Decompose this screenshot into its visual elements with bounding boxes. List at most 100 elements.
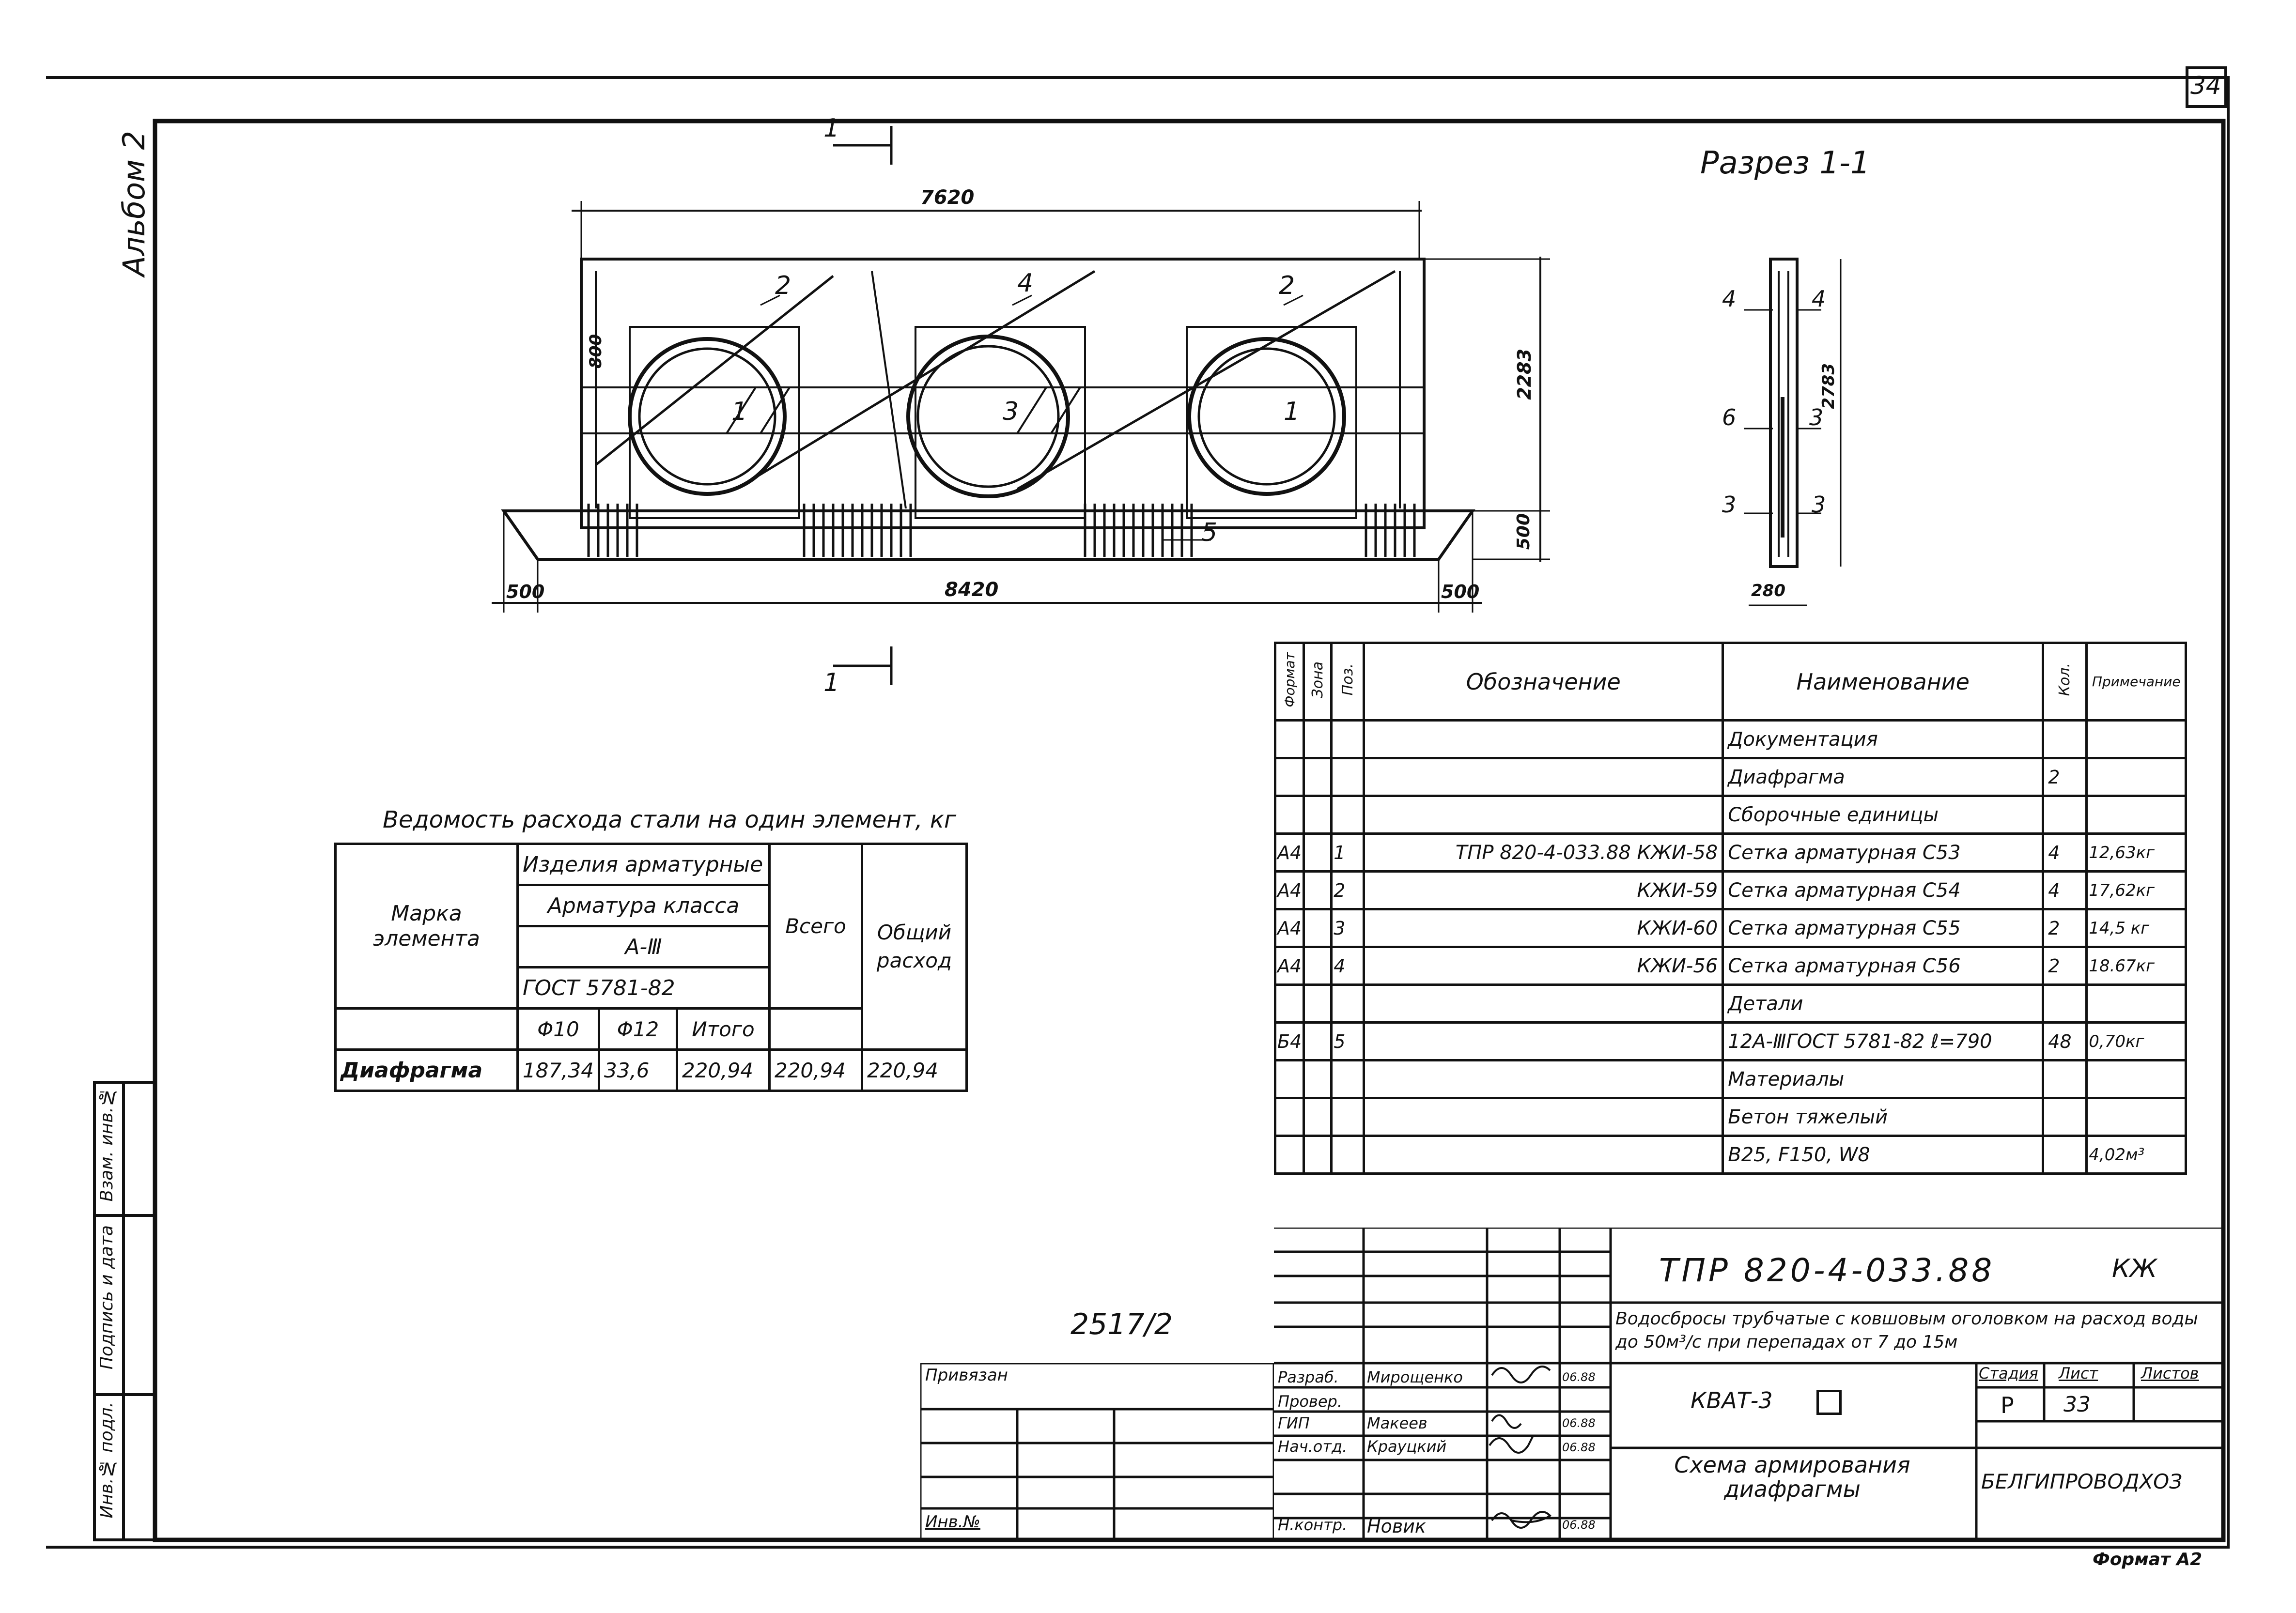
- spec-cell-zone: [1303, 1059, 1333, 1099]
- side-stamp-frame: [93, 1081, 156, 1541]
- spec-cell-note: 17,62кг: [2085, 870, 2187, 910]
- spec-cell-format: Б4: [1273, 1021, 1305, 1061]
- dim-left-end: 500: [506, 581, 545, 602]
- total-blank: [768, 1008, 863, 1051]
- spec-cell-note: [2085, 795, 2187, 835]
- format-label: Формат А2: [2093, 1550, 2203, 1569]
- spec-cell-zone: [1303, 946, 1333, 986]
- sec-label-3b: 3: [1722, 492, 1737, 518]
- spec-cell-designation: [1363, 719, 1724, 759]
- mark: КВАТ-3: [1691, 1387, 1773, 1413]
- spec-cell-format: А4: [1273, 946, 1305, 986]
- spec-cell-qty: [2042, 1135, 2088, 1175]
- pos-label-2a: 2: [775, 271, 791, 300]
- spec-cell-name: Сборочные единицы: [1722, 795, 2045, 835]
- spec-cell-qty: [2042, 1059, 2088, 1099]
- org-name: БЕЛГИПРОВОДХОЗ: [1981, 1470, 2183, 1493]
- spec-row: Детали: [1273, 983, 2187, 1024]
- spec-cell-note: 12,63кг: [2085, 832, 2187, 873]
- spec-row: Сборочные единицы: [1273, 795, 2187, 835]
- role-1: Провер.: [1278, 1392, 1342, 1411]
- sec-label-6: 6: [1722, 404, 1737, 430]
- spec-cell-name: В25, F150, W8: [1722, 1135, 2045, 1175]
- spec-cell-pos: [1330, 1059, 1365, 1099]
- overall-header: Общий расход: [860, 843, 968, 1051]
- date-0: 06.88: [1562, 1370, 1596, 1384]
- spec-cell-zone: [1303, 908, 1333, 948]
- spec-cell-designation: КЖИ-56: [1363, 946, 1724, 986]
- sheet-label: Лист: [2059, 1364, 2098, 1383]
- spec-cell-pos: [1330, 1135, 1365, 1175]
- rebar-class-header: Арматура класса: [516, 884, 771, 927]
- spec-cell-qty: [2042, 795, 2088, 835]
- title-block: ТПР 820-4-033.88 КЖ Водосбросы трубчатые…: [1274, 1228, 2223, 1540]
- spec-cell-format: [1273, 983, 1305, 1024]
- spec-cell-designation: [1363, 795, 1724, 835]
- spec-cell-name: Сетка арматурная С55: [1722, 908, 2045, 948]
- spec-header-designation: Обозначение: [1363, 642, 1724, 722]
- spec-cell-pos: 5: [1330, 1021, 1365, 1061]
- spec-cell-pos: [1330, 795, 1365, 835]
- spec-header-qty: Кол.: [2056, 663, 2074, 696]
- role-4: Н.контр.: [1278, 1516, 1348, 1534]
- dim-bottom: 8420: [945, 579, 999, 601]
- spec-cell-name: Материалы: [1722, 1059, 2045, 1099]
- name-2: Макеев: [1367, 1414, 1427, 1432]
- pos-label-1b: 1: [1284, 397, 1300, 426]
- doc-type: КЖ: [2112, 1254, 2157, 1283]
- spec-cell-name: Сетка арматурная С53: [1722, 832, 2045, 873]
- spec-cell-note: 18.67кг: [2085, 946, 2187, 986]
- spec-cell-note: [2085, 1097, 2187, 1137]
- spec-cell-name: Сетка арматурная С56: [1722, 946, 2045, 986]
- spec-cell-zone: [1303, 1135, 1333, 1175]
- sec-width-dim: 280: [1751, 581, 1785, 600]
- spec-cell-designation: [1363, 1059, 1724, 1099]
- dim-top: 7620: [920, 186, 975, 209]
- spec-cell-name: Детали: [1722, 983, 2045, 1024]
- inner-border: [153, 119, 2226, 1542]
- col-d10: Φ10: [516, 1007, 600, 1051]
- spec-cell-name: Диафрагма: [1722, 757, 2045, 797]
- section-view: [1744, 258, 1842, 606]
- sec-label-4b: 4: [1812, 286, 1826, 312]
- checkbox-icon: [1816, 1390, 1842, 1415]
- total-header: Всего: [768, 843, 863, 1010]
- spec-cell-qty: 48: [2042, 1021, 2088, 1061]
- col-d12: Φ12: [597, 1007, 678, 1051]
- spec-cell-pos: 4: [1330, 946, 1365, 986]
- spec-row: Материалы: [1273, 1059, 2187, 1099]
- pos-label-3: 3: [1003, 397, 1019, 426]
- spec-cell-zone: [1303, 757, 1333, 797]
- spec-cell-format: [1273, 1097, 1305, 1137]
- row-total: 220,94: [768, 1048, 863, 1092]
- outer-frame: [46, 76, 2230, 1549]
- spec-cell-qty: [2042, 983, 2088, 1024]
- side-stamp-inv: Инв.№ подл.: [97, 1402, 117, 1519]
- spec-cell-name: Бетон тяжелый: [1722, 1097, 2045, 1137]
- dim-right-end: 500: [1441, 581, 1480, 602]
- sec-label-3a: 3: [1809, 404, 1824, 430]
- spec-cell-zone: [1303, 983, 1333, 1024]
- spec-cell-designation: [1363, 757, 1724, 797]
- spec-cell-pos: 3: [1330, 908, 1365, 948]
- spec-cell-note: [2085, 1059, 2187, 1099]
- spec-cell-zone: [1303, 719, 1333, 759]
- binding-block: Привязан Инв.№: [920, 1363, 1274, 1540]
- sec-label-3c: 3: [1812, 492, 1826, 518]
- side-stamp-replace: Взам. инв.№: [97, 1087, 117, 1202]
- spec-cell-format: А4: [1273, 870, 1305, 910]
- gost-value: ГОСТ 5781-82: [516, 966, 771, 1010]
- spec-cell-name: Документация: [1722, 719, 2045, 759]
- pos-label-1a: 1: [731, 397, 748, 426]
- date-4: 06.88: [1562, 1518, 1596, 1532]
- spec-cell-name: 12А-ⅢГОСТ 5781-82 ℓ=790: [1722, 1021, 2045, 1061]
- section-marker-bottom: 1: [823, 668, 840, 697]
- section-marker-top: 1: [823, 114, 840, 143]
- spec-cell-designation: ТПР 820-4-033.88 КЖИ-58: [1363, 832, 1724, 873]
- spec-cell-qty: 4: [2042, 832, 2088, 873]
- spec-cell-format: А4: [1273, 832, 1305, 873]
- role-2: ГИП: [1278, 1414, 1310, 1432]
